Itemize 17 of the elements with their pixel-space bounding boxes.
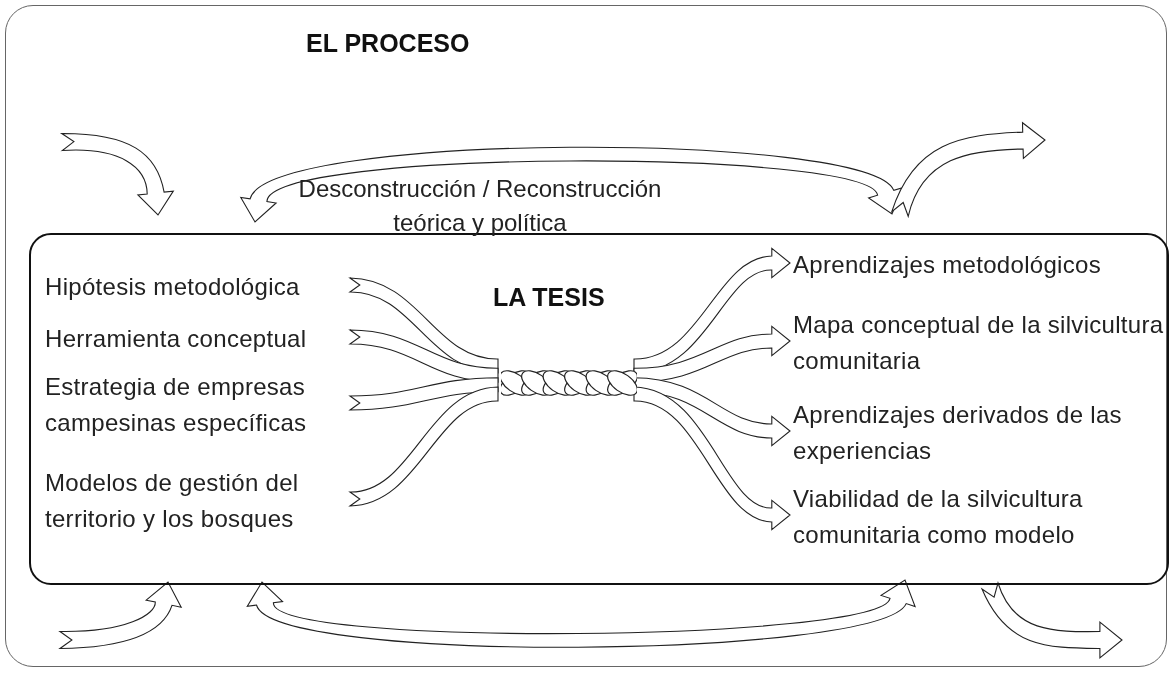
- group-heading: LA TESIS: [493, 283, 605, 312]
- arrow: [633, 325, 791, 383]
- output-text: Viabilidad de la silvicultura comunitaria como modelo: [793, 481, 1165, 555]
- arrow: [349, 386, 499, 507]
- arrow: [633, 386, 791, 531]
- input-text: Herramienta conceptual: [45, 321, 353, 359]
- input-text: Estrategia de empresas campesinas específicas: [45, 369, 353, 443]
- arrow: [349, 377, 499, 411]
- input-text: Modelos de gestión del territorio y los bosques: [45, 465, 353, 539]
- output-text: Aprendizajes derivados de las experiencias: [793, 397, 1165, 471]
- outer-frame: [5, 5, 1167, 667]
- input-text: Hipótesis metodológica: [45, 269, 353, 307]
- group-heading: EL PROCESO: [306, 29, 470, 58]
- arrow: [633, 377, 791, 447]
- process-label: Desconstrucción / Reconstrucción teórica y política: [297, 174, 663, 238]
- output-text: Mapa conceptual de la silvicultura comunitaria: [793, 307, 1165, 381]
- output-text: Aprendizajes metodológicos: [793, 247, 1165, 285]
